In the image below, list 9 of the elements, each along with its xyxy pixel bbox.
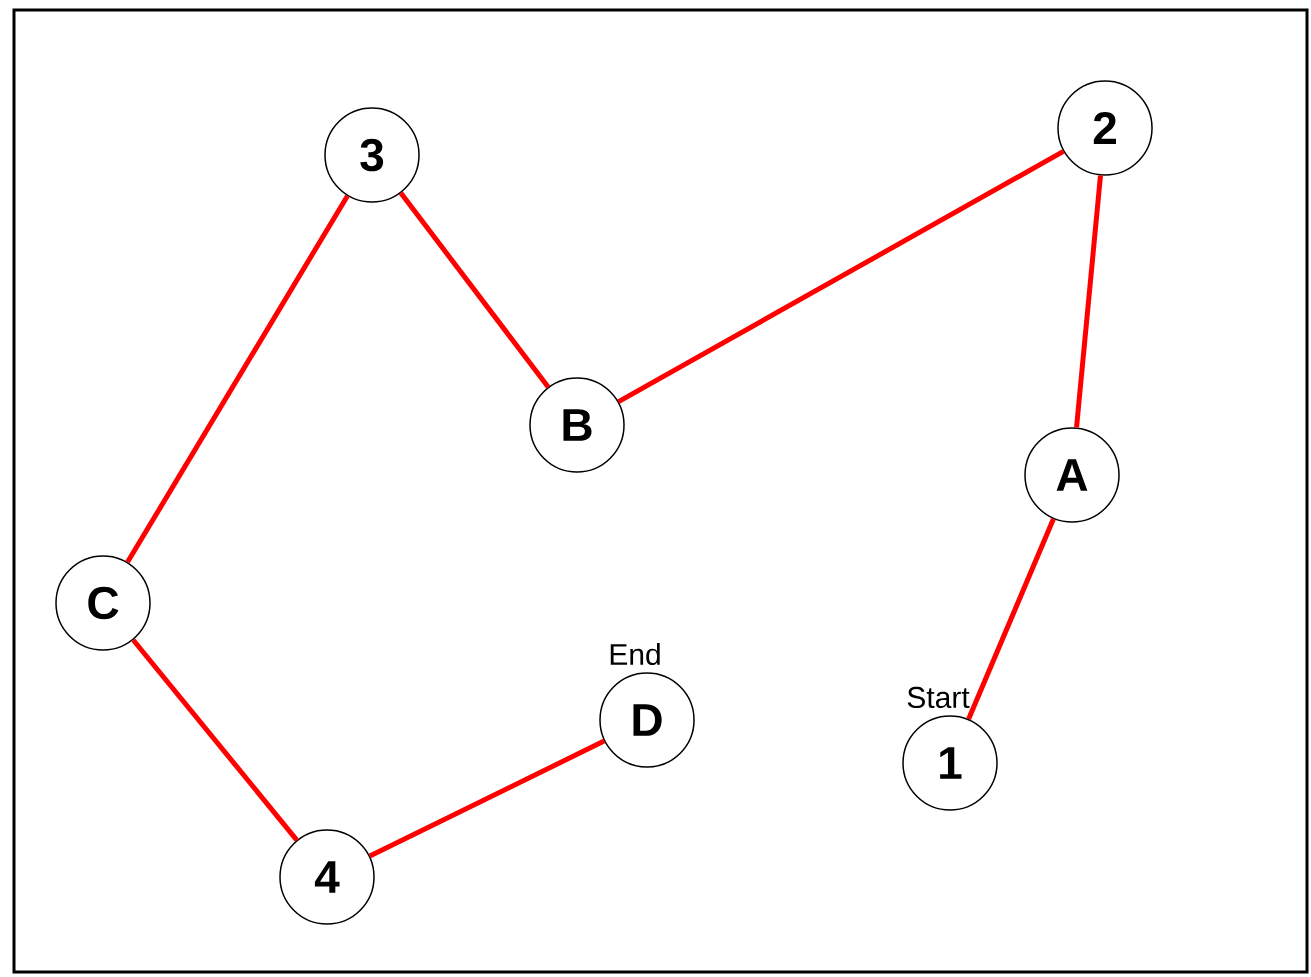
- connecting-line: [125, 194, 350, 564]
- connecting-line: [368, 738, 606, 859]
- node-caption: Start: [907, 686, 970, 709]
- connecting-line: [966, 518, 1056, 720]
- connecting-line: [398, 191, 551, 389]
- connecting-line: [617, 149, 1065, 404]
- connecting-line: [1074, 175, 1103, 428]
- connecting-line: [131, 638, 299, 842]
- node-caption: End: [610, 643, 660, 666]
